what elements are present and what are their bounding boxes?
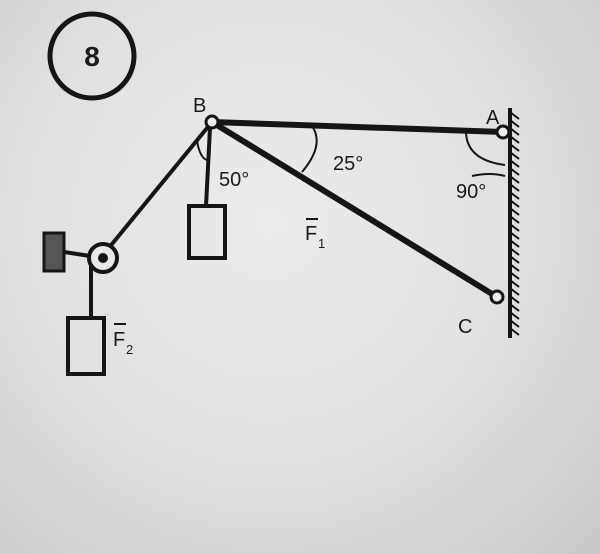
angle-arc-C [471, 173, 506, 177]
weight-F1 [187, 204, 227, 260]
label-F2: F 2 [113, 323, 133, 357]
angle-arc-A [465, 130, 506, 166]
wall-hatch-mark [509, 183, 520, 192]
angle-arc-25 [301, 125, 318, 173]
wall-hatch-mark [509, 207, 520, 216]
wall-hatch-mark [509, 135, 520, 144]
wall [508, 108, 520, 338]
wall-hatch-mark [509, 127, 520, 136]
wall-hatch-mark [509, 295, 520, 304]
wall-hatch-mark [509, 303, 520, 312]
angle-label-25: 25° [333, 153, 363, 175]
wall-hatch-mark [509, 231, 520, 240]
pulley-support [42, 231, 91, 273]
hinge-B [204, 114, 220, 130]
wall-hatch-mark [509, 159, 520, 168]
wall-hatch-mark [509, 327, 520, 336]
wall-hatch-mark [509, 215, 520, 224]
pulley [87, 242, 119, 274]
angle-label-90: 90° [456, 181, 486, 203]
hinge-C [489, 289, 505, 305]
problem-number: 8 [84, 41, 100, 72]
rope-B-pulley [101, 120, 214, 257]
F2-subscript: 2 [126, 342, 133, 357]
wall-hatch-mark [509, 199, 520, 208]
problem-number-badge: 8 [47, 11, 137, 101]
angle-arc-B [196, 140, 208, 161]
rope-B-weight [204, 127, 212, 207]
label-C: C [458, 316, 472, 338]
wall-hatch-mark [509, 263, 520, 272]
wall-hatch-mark [509, 287, 520, 296]
wall-hatch-mark [509, 167, 520, 176]
wall-hatch-mark [509, 143, 520, 152]
wall-hatch-mark [509, 175, 520, 184]
angle-label-50: 50° [219, 169, 249, 191]
wall-hatch-mark [509, 119, 520, 128]
wall-hatch-mark [509, 111, 520, 120]
wall-hatch-mark [509, 223, 520, 232]
wall-hatch-mark [509, 255, 520, 264]
wall-hatch-mark [509, 271, 520, 280]
wall-hatch-mark [509, 311, 520, 320]
wall-hatch-mark [509, 191, 520, 200]
weight-F2 [66, 316, 106, 376]
rod-BC [210, 119, 499, 300]
F2-letter: F [113, 329, 125, 351]
label-A: A [486, 107, 500, 129]
wall-hatch-mark [509, 279, 520, 288]
wall-hatch-mark [509, 239, 520, 248]
wall-hatch-mark [509, 319, 520, 328]
F1-letter: F [305, 223, 317, 245]
wall-hatch-mark [509, 247, 520, 256]
F1-subscript: 1 [318, 236, 325, 251]
rod-BA [211, 119, 504, 135]
hinge-A [495, 124, 511, 140]
label-F1: F 1 [305, 218, 325, 251]
wall-hatch-mark [509, 151, 520, 160]
label-B: B [193, 95, 206, 117]
